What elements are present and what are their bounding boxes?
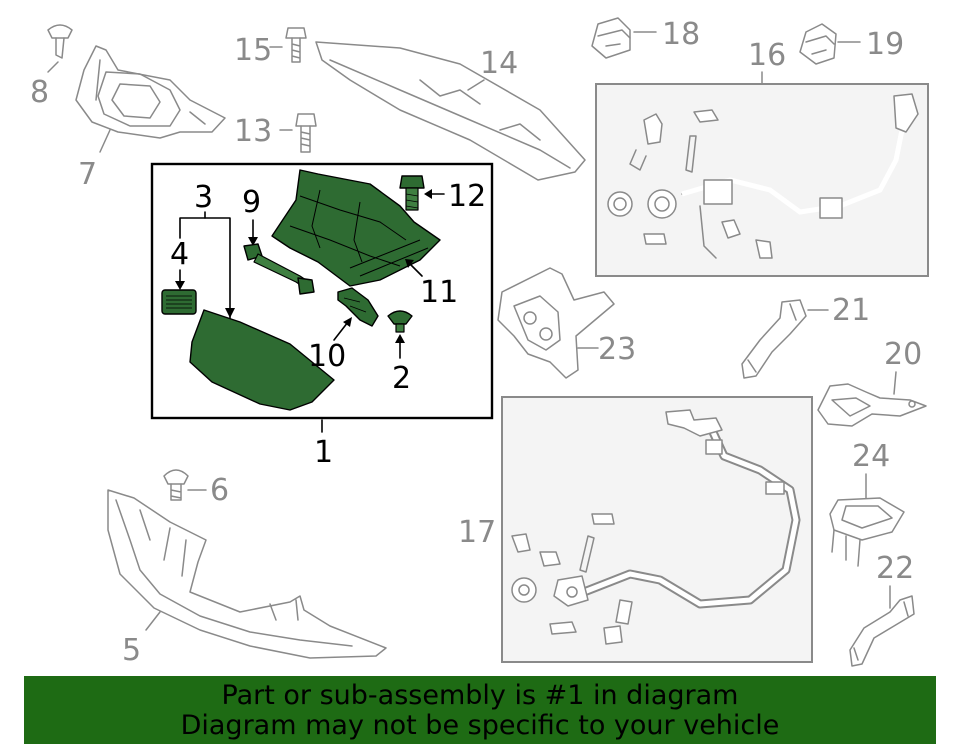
part-11-tray	[271, 169, 441, 287]
callout-20: 20	[884, 337, 922, 372]
callout-18: 18	[662, 17, 700, 52]
part-20-bracket	[817, 383, 927, 427]
callout-22: 22	[876, 551, 914, 586]
callout-23: 23	[598, 332, 636, 367]
part-1-assembly-box: 3 4 9 11	[150, 162, 494, 420]
part-16-wiring-harness	[595, 83, 929, 277]
callout-24: 24	[852, 439, 890, 474]
part-18-clip	[591, 17, 657, 59]
callout-16: 16	[748, 38, 786, 73]
callout-21: 21	[832, 293, 870, 328]
callout-15: 15	[234, 33, 272, 68]
part-24-bracket	[829, 497, 905, 567]
callout-4: 4	[170, 237, 189, 272]
part-4-label-plate	[161, 289, 197, 315]
part-17-wiring-harness	[501, 396, 813, 663]
callout-1: 1	[314, 435, 333, 470]
callout-13: 13	[234, 114, 272, 149]
callout-19: 19	[866, 27, 904, 62]
callout-17: 17	[458, 515, 496, 550]
part-22-bracket	[849, 595, 915, 667]
callout-12: 12	[448, 179, 486, 214]
part-3-shield	[189, 309, 335, 411]
part-14-radiator-cover	[315, 41, 586, 181]
callout-10: 10	[308, 339, 346, 374]
callout-5: 5	[122, 633, 141, 668]
part-12-bolt	[399, 175, 425, 211]
part-8-push-pin	[47, 24, 73, 73]
part-15-bolt	[269, 27, 307, 63]
callout-11: 11	[420, 275, 458, 310]
part-5-lower-shield	[107, 489, 387, 659]
callout-7: 7	[78, 157, 97, 192]
notice-banner: Part or sub-assembly is #1 in diagram Di…	[24, 676, 936, 744]
part-21-bracket	[741, 299, 829, 379]
callout-14: 14	[480, 46, 518, 81]
part-13-bolt	[279, 113, 317, 153]
banner-line-2: Diagram may not be specific to your vehi…	[180, 710, 780, 741]
callout-3: 3	[194, 180, 213, 215]
callout-2: 2	[392, 361, 411, 396]
part-23-bracket	[497, 267, 615, 379]
part-9-rod	[243, 243, 315, 295]
part-6-push-pin	[163, 469, 207, 501]
part-2-push-pin	[387, 310, 413, 333]
callout-6: 6	[210, 473, 229, 508]
part-7-bracket	[75, 45, 226, 153]
part-10-bracket	[337, 287, 379, 327]
callout-9: 9	[242, 185, 261, 220]
callout-8: 8	[30, 75, 49, 110]
banner-line-1: Part or sub-assembly is #1 in diagram	[221, 680, 739, 711]
part-19-clip	[799, 23, 861, 65]
